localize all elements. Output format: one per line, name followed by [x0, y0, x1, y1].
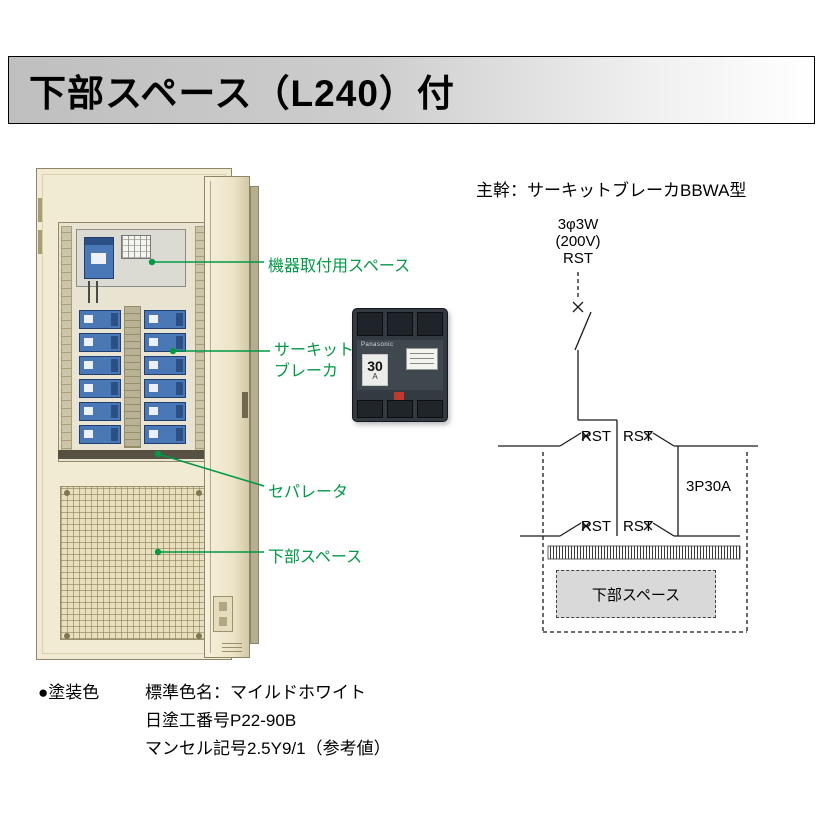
terminal	[417, 400, 443, 418]
row1-right-blade	[652, 432, 675, 447]
separator-bar	[58, 450, 208, 459]
din-rail-left	[61, 226, 72, 458]
callout-equipment-space: 機器取付用スペース	[268, 258, 411, 275]
source-rst: RST	[563, 250, 593, 267]
screw	[196, 490, 202, 496]
branch-breaker	[144, 333, 186, 352]
branch-breaker	[79, 425, 121, 444]
branch-rating-label: 3P30A	[686, 478, 731, 495]
terminal	[417, 312, 443, 336]
breaker-terminals-bottom	[357, 400, 443, 418]
rating-value: 30	[367, 358, 383, 374]
branch-breaker	[144, 356, 186, 375]
main-breaker	[84, 237, 114, 279]
wire	[88, 281, 90, 303]
wire	[96, 281, 98, 303]
callout-lower-space: 下部スペース	[268, 549, 363, 566]
diagram-heading: 主幹：サーキットブレーカBBWA型	[476, 181, 747, 200]
branch-breaker	[144, 425, 186, 444]
center-busbar	[124, 306, 141, 448]
contact-x	[643, 431, 653, 441]
door-edge	[250, 186, 259, 644]
terminal	[357, 400, 383, 418]
screw	[196, 633, 202, 639]
hatch-band	[547, 545, 741, 560]
screw	[64, 633, 70, 639]
footer-munsell: マンセル記号2.5Y9/1（参考値）	[145, 739, 391, 758]
terminal	[387, 400, 413, 418]
title-bar: 下部スペース（L240）付	[8, 56, 815, 124]
source-voltage: (200V)	[555, 233, 601, 250]
source-phase: 3φ3W	[557, 216, 599, 233]
footer-category: ●塗装色	[38, 683, 100, 702]
breaker-brand-text: Panasonic	[361, 342, 394, 348]
contact-x	[581, 521, 591, 531]
screw	[64, 490, 70, 496]
contact-x	[643, 521, 653, 531]
main-breaker-blade	[574, 311, 592, 351]
footer-color-name: 標準色名：マイルドホワイト	[145, 683, 366, 702]
branch-breaker	[79, 310, 121, 329]
cabinet-vent-slot	[38, 230, 42, 254]
footer-paint-number: 日塗工番号P22-90B	[145, 711, 297, 730]
branch-breaker	[79, 379, 121, 398]
branch-breaker	[144, 402, 186, 421]
branch-breaker	[144, 310, 186, 329]
row2-left-blade	[559, 522, 582, 537]
row1-rst-right: RST	[623, 428, 653, 445]
callout-circuit-breaker-line1: サーキット	[274, 342, 355, 359]
branch-breaker	[79, 333, 121, 352]
door-handle	[242, 392, 248, 418]
breaker-spec-sticker	[406, 348, 438, 370]
door-vent-slots	[222, 642, 242, 652]
row2-rst-left: RST	[581, 518, 611, 535]
contact-x-main	[572, 301, 584, 313]
page-title: 下部スペース（L240）付	[29, 73, 455, 114]
contact-x	[581, 431, 591, 441]
callout-circuit-breaker: サーキット ブレーカ	[274, 340, 354, 382]
breaker-rating-label: 30 A	[362, 354, 388, 386]
callout-circuit-breaker-line2: ブレーカ	[274, 363, 339, 380]
terminal	[357, 312, 383, 336]
row2-right-blade	[652, 522, 675, 537]
terminal	[387, 312, 413, 336]
row1-left-blade	[559, 432, 582, 447]
rating-unit: A	[372, 372, 378, 381]
branch-breaker	[144, 379, 186, 398]
cabinet-vent-slot	[38, 198, 42, 222]
row2-rst-right: RST	[623, 518, 653, 535]
branch-breaker	[79, 402, 121, 421]
door-latch	[213, 596, 233, 632]
branch-breaker	[79, 356, 121, 375]
breaker-red-indicator	[394, 392, 404, 401]
branch-breaker-grid	[79, 310, 186, 444]
breaker-terminals-top	[357, 312, 443, 336]
meter-box	[121, 235, 151, 259]
row1-rst-left: RST	[581, 428, 611, 445]
lower-space-mesh	[60, 486, 206, 640]
callout-separator: セパレータ	[268, 484, 349, 501]
door-hinge-line	[210, 181, 211, 653]
diagram-source-labels: 3φ3W (200V) RST	[540, 216, 616, 267]
diagram-lower-space-box: 下部スペース	[556, 570, 716, 618]
